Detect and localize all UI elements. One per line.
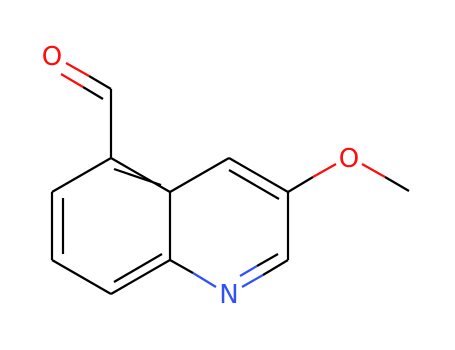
bond-c3-o-red <box>312 163 337 178</box>
bond-o-ch3-red <box>361 163 386 178</box>
bond-c2-n1-inner-blue <box>239 265 258 277</box>
bond-c7-c8 <box>51 259 112 295</box>
bond-c2-n1-inner-black <box>256 253 279 267</box>
bond-c2-n1-black <box>262 259 289 276</box>
bond-aldehyde-co-a <box>88 75 112 90</box>
bond-c4a-c5-inner <box>113 167 162 187</box>
bond-c4a-c5 <box>110 157 171 193</box>
bond-c8-c8a-inner <box>113 253 163 283</box>
bond-c2-n1-blue <box>241 274 264 288</box>
bond-c5-c6 <box>51 157 112 193</box>
bond-c4a-c4 <box>169 157 230 193</box>
bond-c4-c3 <box>228 157 289 193</box>
bond-n1-c8a-blue <box>192 272 217 288</box>
atom-labels: O O N <box>42 42 359 310</box>
bond-n1-c8a-black <box>169 259 194 274</box>
bonds <box>50 62 410 295</box>
atom-label-ring-nitrogen: N <box>219 280 238 310</box>
atom-label-methoxy-oxygen: O <box>339 144 359 174</box>
bond-c3-o-black <box>287 176 314 193</box>
bond-aldehyde-co-red-b <box>60 73 84 88</box>
bond-aldehyde-co-b <box>82 86 104 100</box>
atom-label-aldehyde-oxygen: O <box>42 42 62 72</box>
bond-c4-c3-inner <box>228 169 280 200</box>
bond-o-ch3-black <box>384 176 410 192</box>
bond-aldehyde-co-red-a <box>65 62 90 77</box>
bond-c8-c8a <box>110 259 171 295</box>
